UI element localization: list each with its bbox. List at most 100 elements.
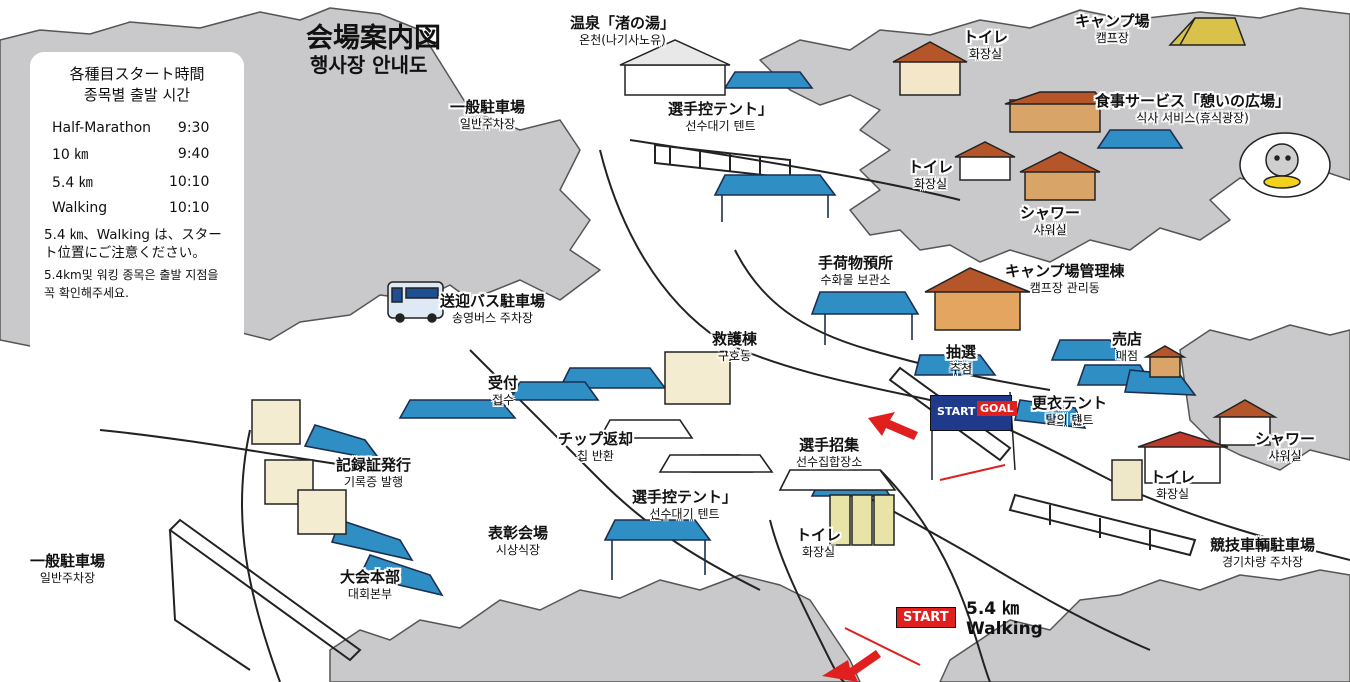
label-kr: 구호동 [717, 348, 752, 363]
schedule-table: Half-Marathon 9:30 10 ㎞ 9:40 5.4 ㎞ 10:10… [52, 116, 209, 220]
schedule-heading-kr: 종목별 출발 시간 [83, 86, 191, 104]
label-jp: 受付 [488, 374, 519, 392]
label-jp: シャワー [1255, 430, 1316, 448]
label-camp: キャンプ場 캠프장 [1075, 12, 1150, 46]
label-kr: 대회본부 [347, 586, 393, 601]
label-kr: 송영버스 주차장 [451, 310, 534, 325]
label-shop: 売店 매점 [1112, 330, 1142, 364]
label-kr: 일반주차장 [459, 116, 516, 131]
label-jp: 一般駐車場 [30, 552, 106, 570]
event-name: Walking [52, 200, 108, 216]
label-chip-return: チップ返却 칩 반환 [558, 430, 633, 464]
label-kr: 식사 서비스(휴식광장) [1136, 110, 1249, 125]
map-title: 会場案内図 행사장 안내도 [306, 24, 441, 76]
label-toilet-br: トイレ 화장실 [1150, 468, 1195, 502]
label-kr: 화장실 [1155, 486, 1190, 501]
label-toilet-r: トイレ 화장실 [908, 158, 953, 192]
label-tent-mid: 選手控テント」 선수대기 텐트 [632, 488, 737, 522]
banner-start-text: START [937, 405, 976, 418]
tents [303, 71, 1197, 597]
label-jp: 送迎バス駐車場 [440, 292, 546, 310]
course-label: 5.4 ㎞ Walking [966, 599, 1043, 639]
label-first-aid: 救護棟 구호동 [712, 330, 757, 364]
label-jp: トイレ [1150, 468, 1196, 486]
label-jp: 選手招集 [799, 436, 860, 454]
schedule-note-kr: 5.4km및 워킹 종목은 출발 지점을 꼭 확인해주세요. [44, 268, 219, 301]
label-kr: 일반주차장 [39, 570, 96, 585]
bus-icon [387, 281, 444, 323]
label-changing: 更衣テント 탈의 텐트 [1032, 394, 1107, 428]
label-kr: 기록증 발행 [344, 474, 404, 489]
label-kr: 화장실 [968, 46, 1003, 61]
label-toilet-mid: トイレ 화장실 [796, 526, 841, 560]
start-goal-banner: START GOAL [930, 395, 1017, 431]
label-kr: 탈의 텐트 [1045, 412, 1094, 427]
label-kr: 추첨 [949, 361, 973, 376]
label-shower-br: シャワー 샤워실 [1255, 430, 1315, 464]
label-jp: 食事サービス「憩いの広場」 [1095, 92, 1291, 110]
schedule-note-jp: 5.4 ㎞、Walking は、スタート位置にご注意ください。 [44, 227, 222, 262]
map-title-kr: 행사장 안내도 [310, 52, 428, 77]
label-hq: 大会本部 대회본부 [340, 568, 400, 602]
label-kr: 선수대기 텐트 [685, 118, 756, 133]
label-jp: 売店 [1112, 330, 1143, 348]
label-athlete-parking: 競技車輌駐車場 경기차량 주차장 [1210, 536, 1315, 570]
label-assembly: 選手招集 선수집합장소 [796, 436, 862, 470]
label-onsen: 温泉「渚の湯」 온천(나기사노유) [570, 14, 675, 48]
label-kr: 샤워실 [1268, 448, 1302, 463]
label-jp: 選手控テント」 [668, 100, 774, 118]
label-camp-office: キャンプ場管理棟 캠프장 관리동 [1005, 262, 1125, 296]
camp-tent-icon [1168, 17, 1247, 46]
label-awards: 表彰会場 시상식장 [488, 524, 548, 558]
mascot-icon [1239, 132, 1331, 198]
label-kr: 매점 [1115, 348, 1139, 363]
event-time: 10:10 [169, 174, 210, 190]
label-kr: 캠프장 [1095, 30, 1129, 45]
label-jp: 更衣テント [1032, 394, 1108, 412]
label-toilet-tr: トイレ 화장실 [963, 28, 1008, 62]
label-parking-left: 一般駐車場 일반주차장 [30, 552, 105, 586]
schedule-panel: 各種目スタート時間 종목별 출발 시간 Half-Marathon 9:30 1… [30, 52, 244, 372]
table-row: 10 ㎞ 9:40 [52, 140, 209, 168]
label-jp: 大会本部 [340, 568, 401, 586]
label-jp: 救護棟 [712, 330, 758, 348]
label-parking-top: 一般駐車場 일반주차장 [450, 98, 525, 132]
event-time: 9:30 [177, 120, 210, 136]
course-walking: Walking [966, 618, 1043, 639]
label-jp: シャワー [1020, 204, 1081, 222]
label-jp: トイレ [908, 158, 954, 176]
label-lottery: 抽選 추첨 [946, 343, 976, 377]
buildings [251, 39, 1278, 546]
label-jp: 競技車輌駐車場 [1210, 536, 1316, 554]
label-jp: チップ返却 [558, 430, 634, 448]
label-jp: 温泉「渚の湯」 [570, 14, 676, 32]
course-distance: 5.4 ㎞ [966, 599, 1020, 619]
label-kr: 접수 [491, 392, 515, 407]
label-jp: トイレ [796, 526, 842, 544]
table-row: 5.4 ㎞ 10:10 [52, 168, 209, 196]
label-kr: 캠프장 관리동 [1029, 280, 1100, 295]
event-name: 5.4 ㎞ [52, 175, 93, 191]
label-jp: 手荷物預所 [818, 254, 894, 272]
label-reception: 受付 접수 [488, 374, 518, 408]
label-kr: 시상식장 [495, 542, 541, 557]
label-certificate: 記録証発行 기록증 발행 [336, 456, 411, 490]
event-name: 10 ㎞ [52, 147, 89, 163]
label-kr: 선수집합장소 [796, 454, 863, 469]
label-kr: 화장실 [913, 176, 948, 191]
label-food: 食事サービス「憩いの広場」 식사 서비스(휴식광장) [1095, 92, 1290, 126]
event-name: Half-Marathon [52, 120, 152, 136]
label-jp: 表彰会場 [488, 524, 549, 542]
map-title-jp: 会場案内図 [306, 23, 441, 54]
schedule-heading-jp: 各種目スタート時間 [69, 65, 205, 83]
label-kr: 샤워실 [1033, 222, 1067, 237]
table-row: Half-Marathon 9:30 [52, 116, 209, 140]
label-jp: トイレ [963, 28, 1009, 46]
label-jp: キャンプ場管理棟 [1005, 262, 1125, 280]
label-shower-r: シャワー 샤워실 [1020, 204, 1080, 238]
start-flag-text: START [903, 610, 949, 625]
label-bus: 送迎バス駐車場 송영버스 주차장 [440, 292, 545, 326]
label-kr: 수화물 보관소 [820, 272, 891, 287]
white-tents [598, 419, 897, 491]
